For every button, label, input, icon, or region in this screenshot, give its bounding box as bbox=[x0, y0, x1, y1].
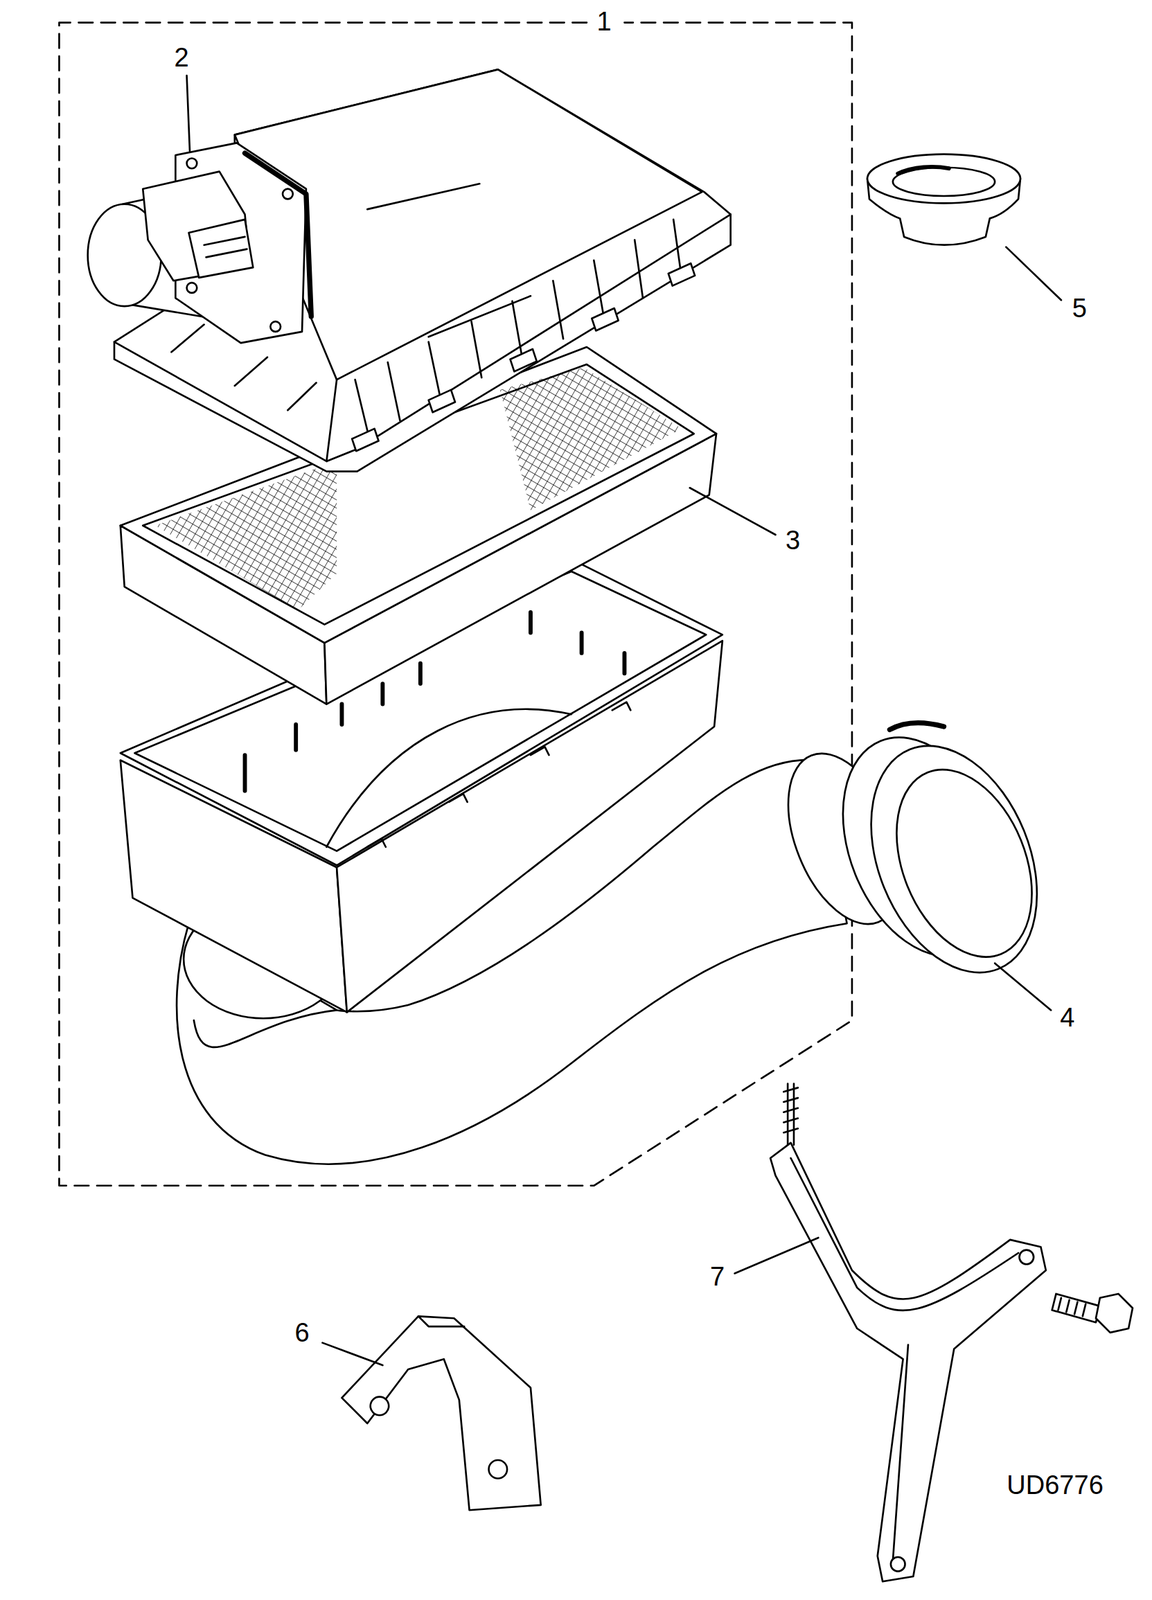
upper-housing bbox=[367, 183, 531, 337]
leader-line bbox=[187, 75, 1062, 1366]
support-bracket bbox=[791, 1158, 1019, 1562]
mass-air-flow-sensor bbox=[270, 321, 281, 332]
bracket bbox=[489, 1460, 508, 1479]
leader-line bbox=[322, 1343, 383, 1366]
callout-number: 2 bbox=[171, 43, 192, 73]
leader-line bbox=[187, 75, 190, 152]
air-filter-element bbox=[500, 367, 682, 510]
leader-line bbox=[994, 963, 1051, 1011]
bolt bbox=[1057, 1298, 1086, 1317]
mass-air-flow-sensor bbox=[187, 282, 198, 294]
pipe-seal bbox=[870, 749, 1058, 977]
support-bracket bbox=[787, 1083, 794, 1145]
leader-line bbox=[734, 1237, 819, 1274]
upper-housing bbox=[114, 69, 731, 462]
lower-housing bbox=[326, 709, 572, 848]
air-filter-element bbox=[155, 461, 337, 611]
callout-number: 4 bbox=[1057, 1003, 1078, 1033]
bracket bbox=[341, 1316, 541, 1511]
leader-line bbox=[1005, 247, 1062, 301]
upper-housing bbox=[351, 263, 695, 451]
support-bracket bbox=[770, 1142, 1047, 1582]
bolt bbox=[1095, 1294, 1133, 1333]
pipe-seal bbox=[889, 722, 944, 730]
grommet bbox=[892, 167, 995, 197]
grommet bbox=[897, 166, 950, 174]
upper-housing bbox=[114, 69, 731, 472]
bolt bbox=[1052, 1294, 1101, 1323]
kit-boundary bbox=[58, 22, 853, 1186]
mass-air-flow-sensor bbox=[204, 236, 248, 258]
kit-boundary bbox=[58, 22, 853, 1186]
callout-number: 1 bbox=[593, 8, 614, 38]
upper-housing bbox=[326, 379, 337, 462]
support-bracket bbox=[783, 1087, 799, 1133]
support-bracket bbox=[890, 1557, 906, 1572]
bracket bbox=[418, 1316, 465, 1327]
drawing-code: UD6776 bbox=[1003, 1471, 1106, 1501]
mass-air-flow-sensor bbox=[282, 189, 294, 200]
bolt bbox=[1052, 1294, 1133, 1333]
support-bracket bbox=[770, 1083, 1047, 1582]
callout-number: 5 bbox=[1069, 294, 1090, 324]
support-bracket bbox=[1019, 1250, 1035, 1265]
grommet bbox=[867, 154, 1021, 246]
grommet bbox=[867, 154, 1021, 204]
mass-air-flow-sensor bbox=[187, 157, 198, 169]
pipe-seal bbox=[839, 721, 1069, 998]
mass-air-flow-sensor bbox=[87, 142, 312, 343]
lower-housing bbox=[367, 702, 631, 848]
callout-number: 6 bbox=[291, 1319, 312, 1349]
callout-number: 3 bbox=[782, 526, 803, 556]
leader-line bbox=[689, 487, 776, 535]
mass-air-flow-sensor bbox=[175, 142, 307, 343]
bracket bbox=[341, 1316, 541, 1511]
callout-number: 7 bbox=[707, 1263, 728, 1293]
mass-air-flow-sensor bbox=[245, 153, 312, 317]
mass-air-flow-sensor bbox=[189, 219, 254, 278]
bracket bbox=[370, 1397, 390, 1416]
pipe-seal bbox=[766, 713, 1069, 998]
